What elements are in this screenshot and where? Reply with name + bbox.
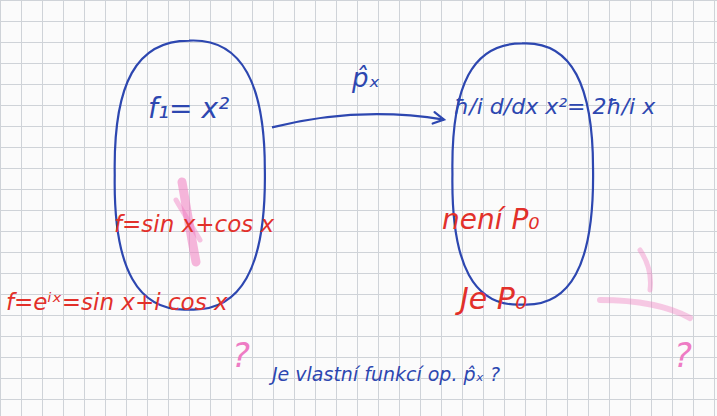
formula-text: f₁= x² — [148, 93, 229, 125]
question-note: Je vlastní funkcí op. p̂ₓ ? — [272, 364, 500, 386]
blob-group: f₁= x²f=sin x+cos xf=eⁱˣ=sin x+i cos x — [110, 35, 268, 315]
formula-text: f=eⁱˣ=sin x+i cos x — [6, 289, 228, 315]
formula-text: ħ/i d/dx x²= 2ħ/i x — [454, 94, 655, 119]
formula-text: Je P₀ — [460, 282, 527, 317]
blob-outline — [448, 38, 596, 310]
blob-group: ħ/i d/dx x²= 2ħ/i xnení P₀Je P₀ — [448, 38, 596, 310]
formula-text: f=sin x+cos x — [114, 211, 274, 237]
formula-text: není P₀ — [442, 204, 540, 236]
operator-label: p̂ₓ — [352, 64, 380, 94]
arrow-connector — [272, 112, 444, 127]
blob-outline — [110, 35, 268, 315]
question-mark: ? — [232, 336, 250, 375]
question-mark: ? — [674, 336, 692, 375]
